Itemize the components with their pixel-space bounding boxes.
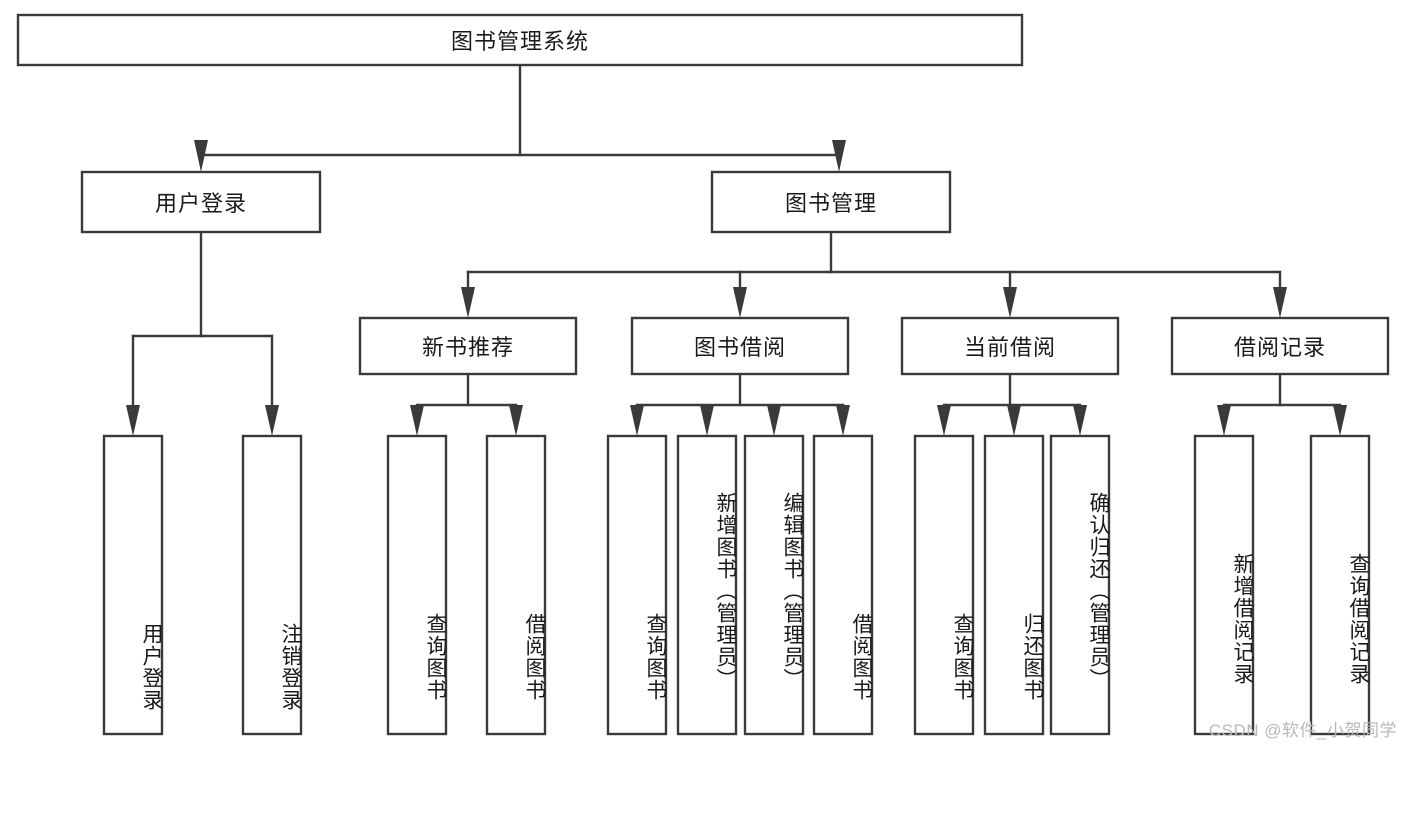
node-box-leaf-cur-confirm-return[interactable] — [1049, 434, 1111, 736]
node-box-borrow-records[interactable] — [1170, 316, 1390, 376]
node-box-leaf-bor-edit-book[interactable] — [743, 434, 805, 736]
arrow-root-to-book-management — [832, 140, 846, 172]
arrow-to-new-book-recommend — [461, 287, 475, 318]
node-box-leaf-cur-query-book[interactable] — [913, 434, 975, 736]
node-box-leaf-rec-query-book[interactable] — [386, 434, 448, 736]
arrow-to-leaf-bor-query-book — [630, 405, 644, 436]
edges-current-borrow-to-leaves — [937, 372, 1087, 436]
arrow-to-leaf-rec-query-record — [1333, 405, 1347, 436]
edges-root-to-level2 — [194, 63, 846, 172]
node-box-leaf-bor-query-book[interactable] — [606, 434, 668, 736]
edges-new-book-recommend-to-leaves — [410, 372, 523, 436]
watermark-text: CSDN @软件_小贺同学 — [1208, 721, 1397, 740]
arrow-to-current-borrow — [1003, 287, 1017, 318]
arrow-to-leaf-user-logout — [265, 405, 279, 436]
tree-diagram-svg — [16, 13, 1390, 736]
node-box-leaf-rec-add-record[interactable] — [1193, 434, 1255, 736]
node-box-leaf-rec-borrow-book[interactable] — [485, 434, 547, 736]
arrow-root-to-user-login — [194, 140, 208, 172]
arrow-to-leaf-rec-borrow-book — [509, 405, 523, 436]
node-box-book-borrow[interactable] — [630, 316, 850, 376]
arrow-to-leaf-cur-confirm-return — [1073, 405, 1087, 436]
arrow-to-leaf-bor-borrow-book — [836, 405, 850, 436]
arrow-to-borrow-records — [1273, 287, 1287, 318]
node-box-current-borrow[interactable] — [900, 316, 1120, 376]
edges-borrow-records-to-leaves — [1217, 372, 1347, 436]
node-box-root[interactable] — [16, 13, 1024, 67]
arrow-to-book-borrow — [733, 287, 747, 318]
node-box-leaf-user-login[interactable] — [102, 434, 164, 736]
arrow-to-leaf-bor-edit-book — [767, 405, 781, 436]
node-box-book-management[interactable] — [710, 170, 952, 234]
node-box-new-book-recommend[interactable] — [358, 316, 578, 376]
arrow-to-leaf-cur-query-book — [937, 405, 951, 436]
edges-book-borrow-to-leaves — [630, 372, 850, 436]
node-box-leaf-user-logout[interactable] — [241, 434, 303, 736]
edges-book-management-to-level3 — [461, 230, 1287, 318]
arrow-to-leaf-cur-return-book — [1007, 405, 1021, 436]
arrow-to-leaf-bor-add-book — [700, 405, 714, 436]
node-box-leaf-bor-borrow-book[interactable] — [812, 434, 874, 736]
node-box-leaf-rec-query-record[interactable] — [1309, 434, 1371, 736]
arrow-to-leaf-rec-add-record — [1217, 405, 1231, 436]
node-boxes — [16, 13, 1390, 736]
node-box-user-login[interactable] — [80, 170, 322, 234]
arrow-to-leaf-user-login — [126, 405, 140, 436]
diagram-canvas: 图书管理系统 用户登录 图书管理 新书推荐 图书借阅 当前借阅 借阅记录 用户登… — [16, 13, 1397, 740]
arrow-to-leaf-rec-query-book — [410, 405, 424, 436]
edges-user-login-to-leaves — [126, 230, 279, 436]
node-box-leaf-cur-return-book[interactable] — [983, 434, 1045, 736]
node-box-leaf-bor-add-book[interactable] — [676, 434, 738, 736]
